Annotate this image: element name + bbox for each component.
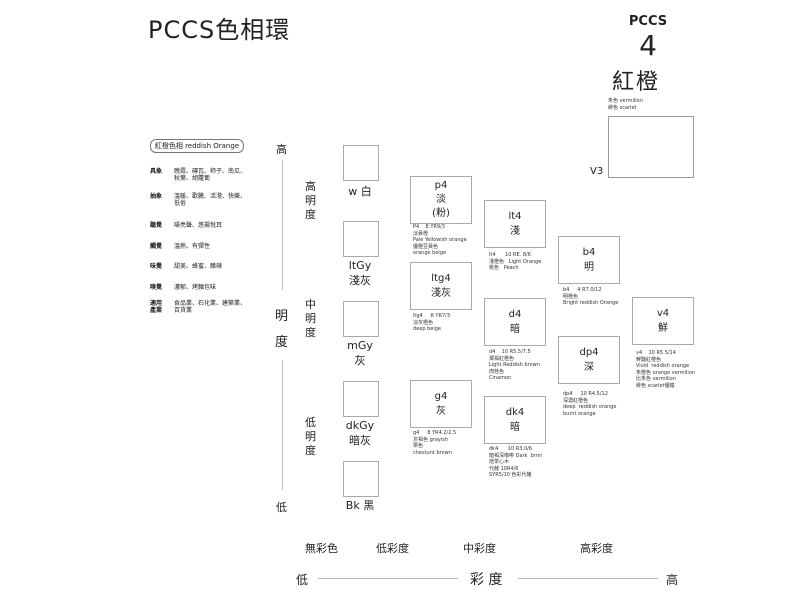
tone-label-lt4: lt4 淺 <box>508 211 522 237</box>
tone-box-p4: p4 淡 (粉) <box>410 176 472 224</box>
gray-label-white: w 白 <box>348 185 372 198</box>
gray-label-black: Bk 黑 <box>345 499 375 512</box>
chroma-axis-line-right <box>518 578 658 579</box>
attribute-key: 抽象 <box>150 193 163 200</box>
attribute-key: 嗅覺 <box>150 284 163 291</box>
hue-tag: 紅橙色相 reddish Orange <box>150 139 244 153</box>
chroma-axis-low: 低 <box>296 573 309 587</box>
tone-desc-dp4: dp4 10 R4.5/12 深濃紅橙色 deep reddish orange… <box>563 391 617 417</box>
lightness-axis-line-bottom <box>282 360 283 490</box>
gray-label-light-gray: ltGy 淺灰 <box>348 259 372 287</box>
attribute-key: 味覺 <box>150 263 163 270</box>
pccs-hue-number: 4 <box>639 29 657 62</box>
attribute-key: 聽覺 <box>150 222 163 229</box>
lightness-high-label: 高 <box>276 143 287 156</box>
tone-desc-g4: g4 8 YR4.2/2.5 灰褐色 grayish 栗色 chestunt b… <box>413 430 457 456</box>
gray-label-medium-gray: mGy 灰 <box>347 339 373 367</box>
tone-desc-b4: b4 4 R7.0/12 明橙色 Bright reddish Orange <box>563 287 619 306</box>
attribute-value: 濃郁、烤麵包味 <box>174 284 217 291</box>
attribute-value: 甜美、蜂蜜、醋辣 <box>174 263 223 270</box>
chroma-label-low: 低彩度 <box>376 542 409 555</box>
tone-label-dk4: dk4 暗 <box>505 407 525 433</box>
lightness-axis-line-top <box>282 160 283 290</box>
tone-desc-ltg4: ltg4 8 YR7/3 淡灰橙色 deep beige <box>413 313 450 332</box>
tone-box-lt4: lt4 淺 <box>484 200 546 248</box>
tone-box-g4: g4 灰 <box>410 380 472 428</box>
attribute-key: 具象 <box>150 168 163 175</box>
tone-desc-v4: v4 10 R5.5/14 鮮豔紅橙色 Vivid reddish orange… <box>636 350 696 389</box>
tone-label-p4: p4 淡 (粉) <box>432 180 450 219</box>
tone-desc-dk4: dk4 10 R3.0/6 暗褐深咖啡 Dark brnn 焙茶心木 代赭 10… <box>489 446 543 478</box>
chroma-axis-label: 彩 度 <box>470 572 503 588</box>
tone-box-dk4: dk4 暗 <box>484 396 546 444</box>
attribute-key: 觸覺 <box>150 243 163 250</box>
mid-lightness-group: 中 明 度 <box>305 298 316 339</box>
pccs-names-small: 朱色 vermilion 緋色 scarlet <box>608 98 643 111</box>
page-title: PCCS色相環 <box>148 16 291 44</box>
tone-label-g4: g4 灰 <box>434 391 448 417</box>
tone-box-d4: d4 暗 <box>484 298 546 346</box>
pccs-label: PCCS <box>628 14 668 29</box>
gray-swatch-black <box>343 461 379 497</box>
tone-label-b4: b4 明 <box>582 247 596 273</box>
chroma-axis-high: 高 <box>666 573 679 587</box>
v3-swatch <box>608 116 694 178</box>
tone-box-b4: b4 明 <box>558 236 620 284</box>
gray-swatch-light-gray <box>343 221 379 257</box>
chroma-label-mid: 中彩度 <box>463 542 496 555</box>
high-lightness-group: 高 明 度 <box>305 180 316 221</box>
attribute-value: 食品業、石化業、建築業、 百貨業 <box>174 300 247 314</box>
chroma-label-achromatic: 無彩色 <box>305 542 338 555</box>
attribute-value: 溫暖、歡騰、活潑、快樂、 低俗 <box>174 193 247 207</box>
gray-swatch-white <box>343 145 379 181</box>
attribute-key: 適用 產業 <box>150 300 163 314</box>
tone-desc-lt4: lt4 10 RE. 8/6 淺橙色 Light Orange 桃色 Peach <box>489 252 542 271</box>
tone-label-v4: v4 鮮 <box>656 308 670 334</box>
tone-box-ltg4: ltg4 淺灰 <box>410 262 472 310</box>
tone-label-ltg4: ltg4 淺灰 <box>431 273 451 299</box>
attribute-value: 噪亮聲、悠揚悅耳 <box>174 222 223 229</box>
chroma-label-high: 高彩度 <box>580 542 613 555</box>
low-lightness-group: 低 明 度 <box>305 416 316 457</box>
tone-box-v4: v4 鮮 <box>632 297 694 345</box>
tone-label-d4: d4 暗 <box>508 309 522 335</box>
tone-box-dp4: dp4 深 <box>558 336 620 384</box>
gray-swatch-medium-gray <box>343 301 379 337</box>
tone-desc-p4: P4 8.YR9/3 淡黃橙 Pale Yellowish orange 優橙豆… <box>413 224 467 256</box>
lightness-low-label: 低 <box>276 501 287 514</box>
attribute-value: 晚霞、磚瓦、柿子、南瓜、 秋葉、胡蘿蔔 <box>174 168 247 182</box>
lightness-axis-label: 明 度 <box>275 309 289 350</box>
chroma-axis-line-left <box>318 578 458 579</box>
gray-label-dark-gray: dkGy 暗灰 <box>345 419 375 447</box>
tone-desc-d4: d4 10 R5.5/7.5 濁褐紅橙色 Light Reddish brown… <box>489 349 540 381</box>
attribute-value: 溫熱、有彈性 <box>174 243 211 250</box>
pccs-hue-name: 紅橙 <box>611 70 660 95</box>
v3-label: V3 <box>590 166 604 177</box>
tone-label-dp4: dp4 深 <box>579 347 599 373</box>
gray-swatch-dark-gray <box>343 381 379 417</box>
